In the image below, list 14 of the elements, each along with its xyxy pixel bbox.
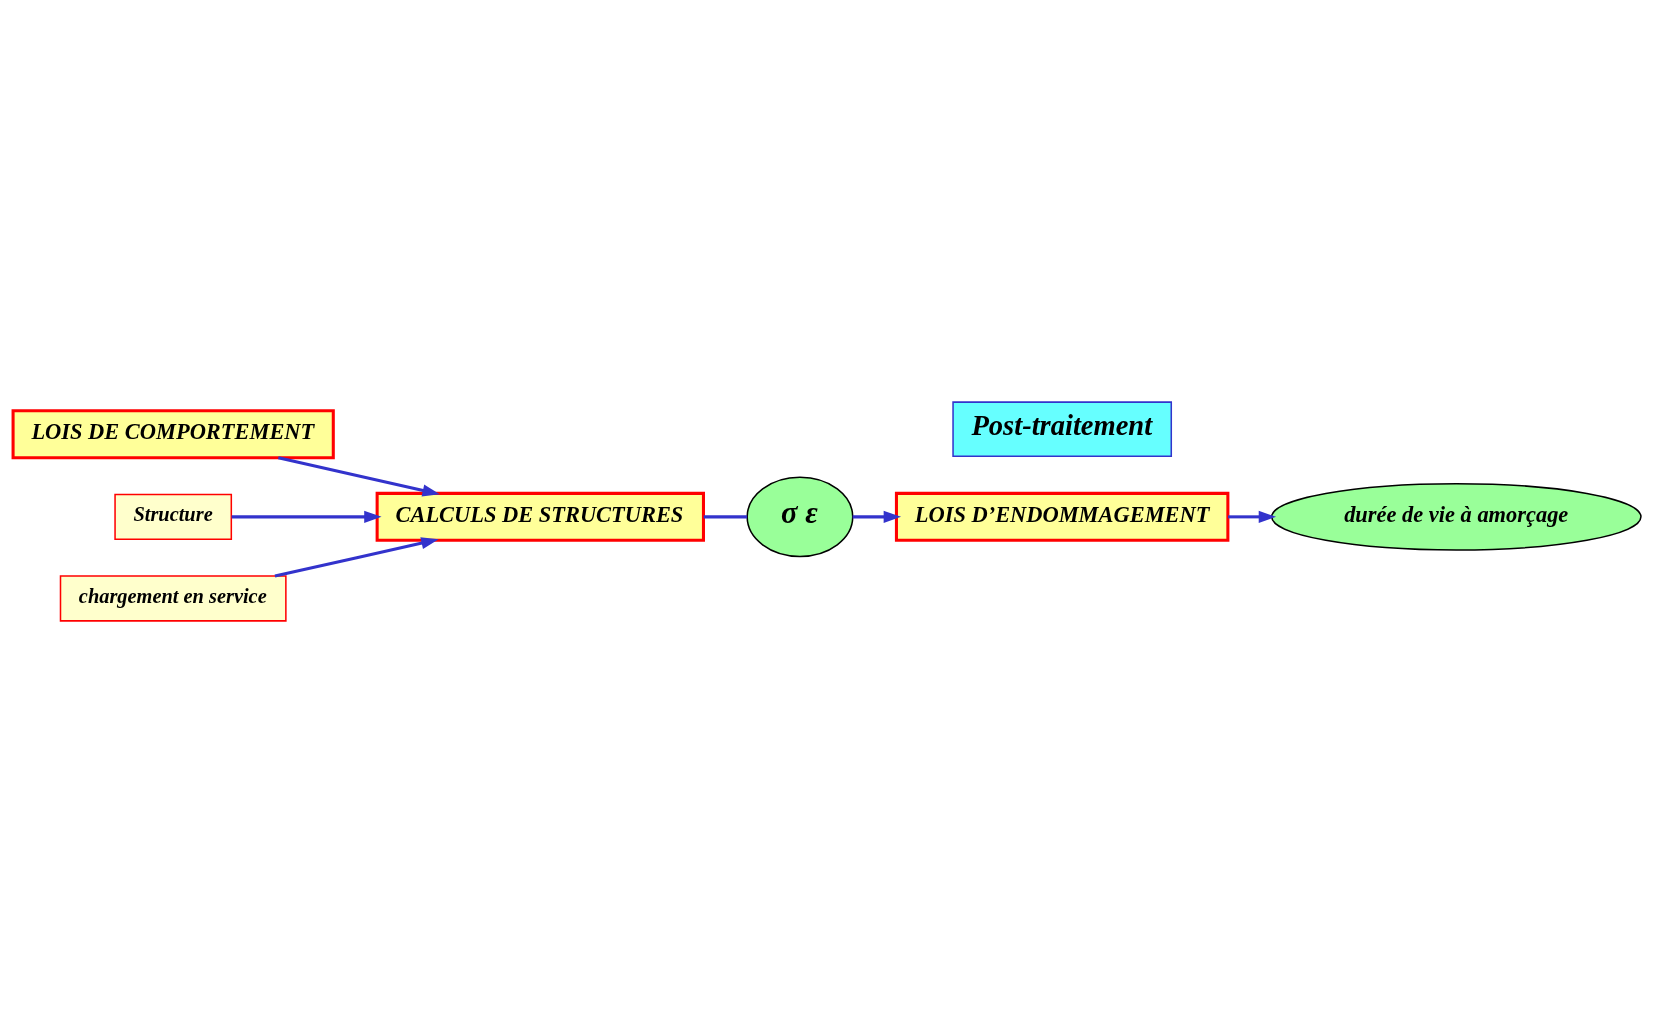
node-box: Structure (113, 493, 232, 540)
node-ellipse: σ ε (745, 476, 853, 557)
node-box: chargement en service (59, 574, 287, 622)
arrow (277, 455, 440, 496)
node-box: LOIS DE COMPORTEMENT (11, 408, 335, 459)
node-box: CALCULS DE STRUCTURES (375, 491, 705, 542)
node-ellipse: durée de vie à amorçage (1270, 482, 1642, 551)
arrow (1227, 510, 1276, 523)
arrow (274, 536, 439, 577)
connector (703, 514, 747, 518)
node-box: LOIS D’ENDOMMAGEMENT (894, 491, 1229, 542)
arrow (852, 510, 901, 523)
node-box: Post-traitement (951, 400, 1172, 457)
arrow (231, 510, 382, 523)
